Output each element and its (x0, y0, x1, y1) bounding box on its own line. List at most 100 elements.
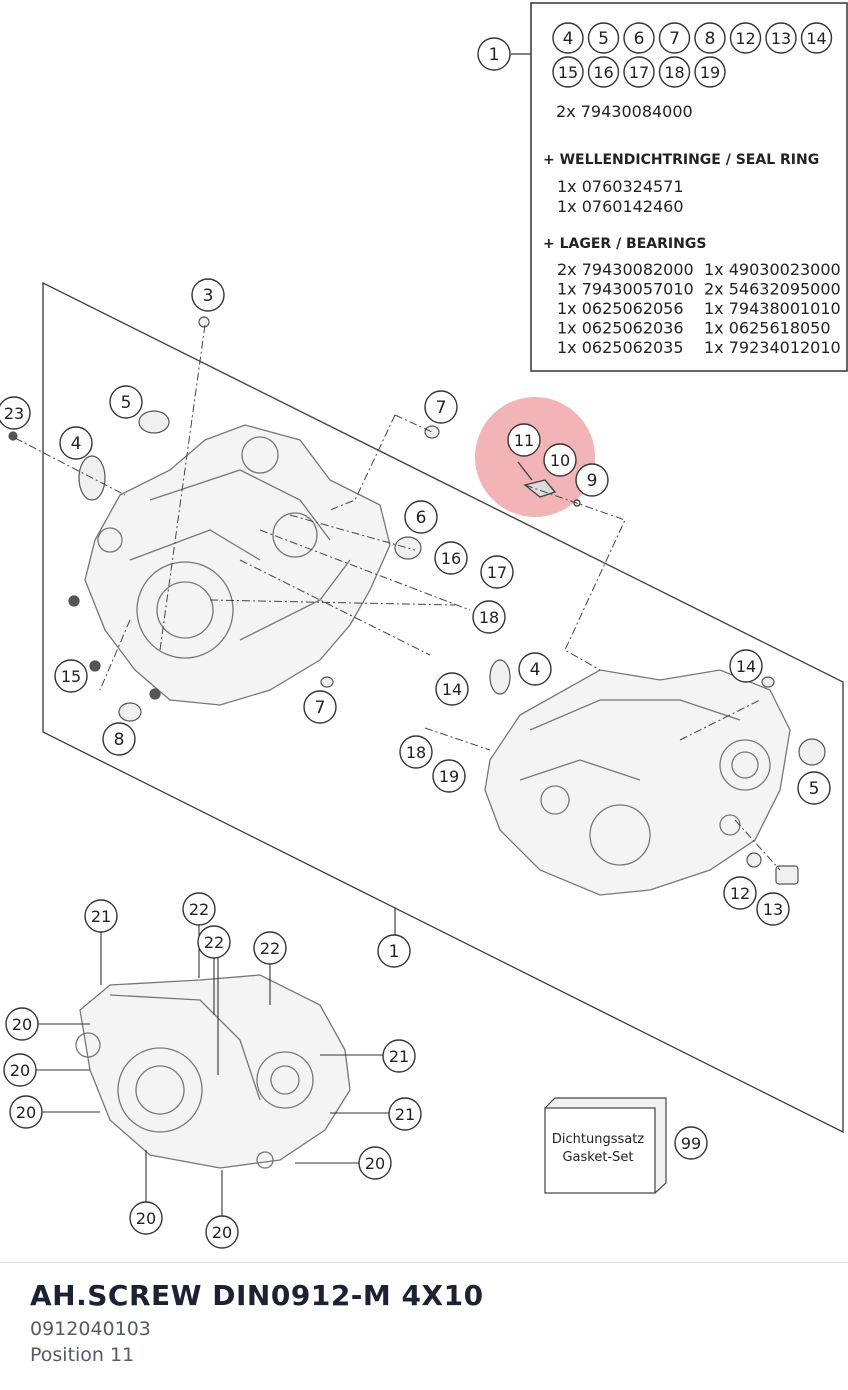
callout-11-6-label: 11 (514, 431, 534, 450)
kit-item-19: 19 (694, 56, 726, 88)
callout-20-34[interactable]: 20 (358, 1146, 392, 1180)
bearing-left-1: 1x 79430057010 (557, 280, 694, 299)
callout-14-13-label: 14 (442, 680, 462, 699)
callout-7-5[interactable]: 7 (424, 390, 458, 424)
callout-7-16-label: 7 (315, 698, 326, 718)
callout-12-22-label: 12 (730, 884, 750, 903)
callout-14-13[interactable]: 14 (435, 672, 469, 706)
kit-item-13-label: 13 (771, 29, 791, 48)
callout-17-11[interactable]: 17 (480, 555, 514, 589)
callout-99-37[interactable]: 99 (674, 1126, 708, 1160)
kit-item-8: 8 (694, 22, 726, 54)
callout-5-21[interactable]: 5 (797, 771, 831, 805)
callout-18-18[interactable]: 18 (399, 735, 433, 769)
callout-16-10[interactable]: 16 (434, 541, 468, 575)
callout-8-17[interactable]: 8 (102, 722, 136, 756)
callout-20-31[interactable]: 20 (9, 1095, 43, 1129)
callout-13-23[interactable]: 13 (756, 892, 790, 926)
selected-part-highlight (475, 397, 595, 517)
kit-item-19-label: 19 (700, 63, 720, 82)
callout-5-21-label: 5 (809, 779, 820, 799)
callout-18-12[interactable]: 18 (472, 600, 506, 634)
callout-16-10-label: 16 (441, 549, 461, 568)
assembled-crankcase (75, 974, 351, 1169)
kit-item-6: 6 (623, 22, 655, 54)
callout-18-12-label: 18 (479, 608, 499, 627)
bearing-left-3: 1x 0625062036 (557, 319, 684, 338)
bearing-left-2: 1x 0625062056 (557, 299, 684, 318)
callout-20-31-label: 20 (16, 1103, 36, 1122)
right-crankcase-half (484, 669, 791, 896)
callout-20-29[interactable]: 20 (5, 1007, 39, 1041)
callout-13-23-label: 13 (763, 900, 783, 919)
bearing-right-0: 1x 49030023000 (704, 260, 841, 279)
callout-11-6[interactable]: 11 (507, 423, 541, 457)
callout-22-27[interactable]: 22 (197, 925, 231, 959)
kit-part-number: 2x 79430084000 (556, 102, 693, 121)
gasket-set-box: Dichtungssatz Gasket-Set (544, 1097, 667, 1194)
callout-23-2-label: 23 (4, 404, 24, 423)
kit-item-14-label: 14 (806, 29, 826, 48)
kit-item-15: 15 (552, 56, 584, 88)
callout-22-28[interactable]: 22 (253, 931, 287, 965)
callout-4-4[interactable]: 4 (59, 426, 93, 460)
kit-item-18: 18 (658, 56, 691, 88)
kit-item-17-label: 17 (629, 63, 649, 82)
callout-20-30[interactable]: 20 (3, 1053, 37, 1087)
callout-21-25[interactable]: 21 (84, 899, 118, 933)
kit-item-7: 7 (658, 22, 691, 54)
callout-10-7-label: 10 (550, 451, 570, 470)
callout-20-36[interactable]: 20 (205, 1215, 239, 1249)
kit-item-13: 13 (765, 22, 797, 54)
callout-4-4-label: 4 (71, 434, 82, 454)
callout-3-1[interactable]: 3 (191, 278, 225, 312)
callout-12-22[interactable]: 12 (723, 876, 757, 910)
callout-17-11-label: 17 (487, 563, 507, 582)
callout-1-0[interactable]: 1 (477, 37, 511, 71)
callout-4-14-label: 4 (530, 660, 541, 680)
kit-item-7-label: 7 (669, 29, 680, 49)
callout-18-18-label: 18 (406, 743, 426, 762)
callout-21-32[interactable]: 21 (382, 1039, 416, 1073)
callout-19-19[interactable]: 19 (432, 759, 466, 793)
callout-23-2[interactable]: 23 (0, 396, 31, 430)
seal-ring-header: + WELLENDICHTRINGE / SEAL RING (543, 152, 819, 168)
callout-21-33[interactable]: 21 (388, 1097, 422, 1131)
left-crankcase-half (84, 424, 391, 706)
callout-7-16[interactable]: 7 (303, 690, 337, 724)
solid-leaders (36, 908, 396, 1218)
bearing-left-4: 1x 0625062035 (557, 338, 684, 357)
callout-5-3-label: 5 (121, 393, 132, 413)
callout-15-15[interactable]: 15 (54, 659, 88, 693)
part-position: Position 11 (30, 1344, 135, 1366)
kit-item-16: 16 (587, 56, 620, 88)
bearing-left-0: 2x 79430082000 (557, 260, 694, 279)
kit-item-12: 12 (729, 22, 762, 54)
callout-22-27-label: 22 (204, 933, 224, 952)
leader-lines (14, 324, 781, 871)
callout-20-35[interactable]: 20 (129, 1201, 163, 1235)
callout-1-24[interactable]: 1 (377, 934, 411, 968)
callout-22-26-label: 22 (189, 900, 209, 919)
callout-22-26[interactable]: 22 (182, 892, 216, 926)
callout-6-9[interactable]: 6 (404, 500, 438, 534)
bearing-right-4: 1x 79234012010 (704, 338, 841, 357)
callout-21-32-label: 21 (389, 1047, 409, 1066)
callout-5-3[interactable]: 5 (109, 385, 143, 419)
callout-9-8[interactable]: 9 (575, 463, 609, 497)
callout-20-36-label: 20 (212, 1223, 232, 1242)
callout-4-14[interactable]: 4 (518, 652, 552, 686)
part-number: 0912040103 (30, 1318, 151, 1340)
callout-10-7[interactable]: 10 (543, 443, 577, 477)
callout-7-5-label: 7 (436, 398, 447, 418)
callout-20-35-label: 20 (136, 1209, 156, 1228)
callout-20-29-label: 20 (12, 1015, 32, 1034)
kit-item-12-label: 12 (735, 29, 755, 48)
kit-item-6-label: 6 (634, 29, 645, 49)
kit-item-4: 4 (552, 22, 584, 54)
kit-item-5: 5 (587, 22, 620, 54)
callout-1-24-label: 1 (389, 942, 400, 962)
callout-14-20[interactable]: 14 (729, 649, 763, 683)
